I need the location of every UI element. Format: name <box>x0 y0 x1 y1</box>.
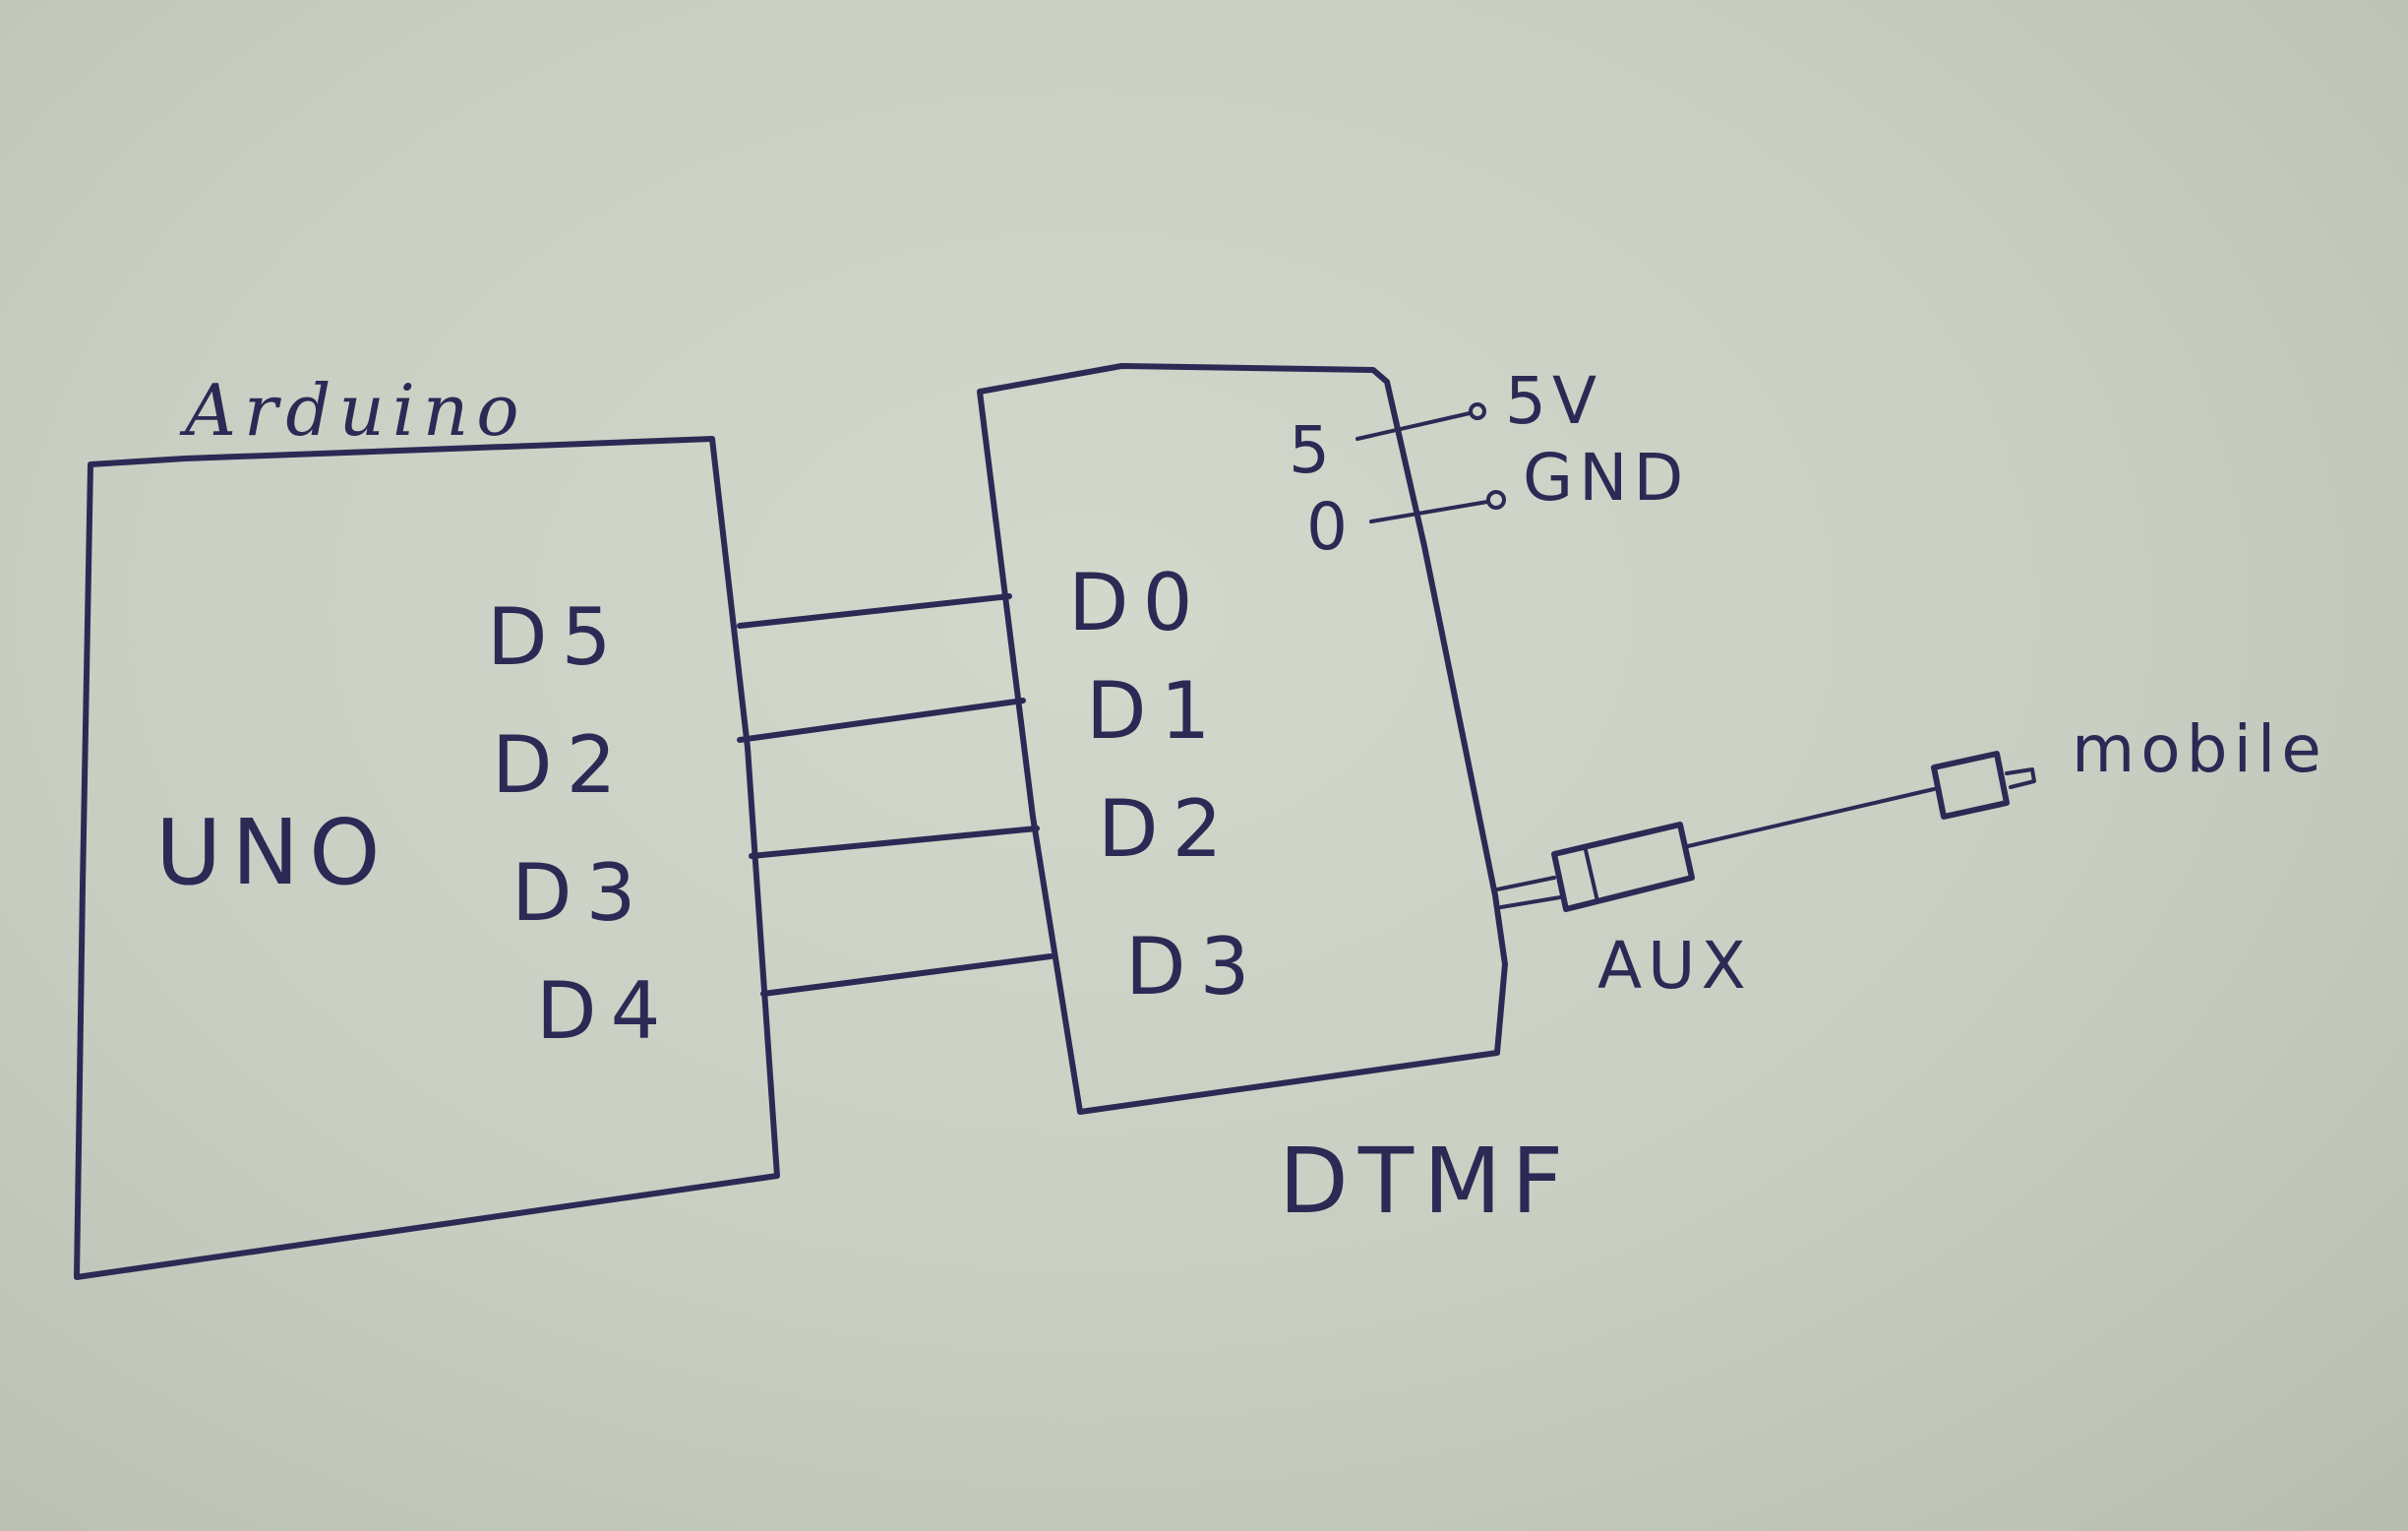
power-label-gnd: GND <box>1523 440 1689 516</box>
arduino-pin-d4: D4 <box>536 965 675 1057</box>
arduino-pin-d5: D5 <box>487 591 626 683</box>
wire-gnd <box>1369 500 1489 523</box>
wire-d3-d2 <box>749 826 1040 859</box>
arduino-pin-d3: D3 <box>512 847 650 939</box>
aux-cable <box>1686 787 1936 848</box>
aux-label: AUX <box>1597 928 1752 1004</box>
arduino-board <box>74 436 780 1280</box>
wire-d4-d3 <box>760 953 1054 997</box>
wire-d5-d0 <box>737 593 1012 629</box>
terminal-5v <box>1469 402 1486 420</box>
arduino-model: UNO <box>155 800 391 905</box>
dtmf-output-d1: D1 <box>1086 665 1225 757</box>
mobile-plug <box>1931 751 2010 820</box>
dtmf-label: DTMF <box>1279 1129 1573 1234</box>
dtmf-output-d3: D3 <box>1125 921 1264 1012</box>
wire-d2-d1 <box>737 698 1026 743</box>
dtmf-module <box>977 363 1508 1115</box>
mobile-label: mobile <box>2072 711 2327 787</box>
power-label-5v: 5V <box>1505 363 1602 439</box>
dtmf-pin-0: 0 <box>1306 489 1354 565</box>
mobile-plug-tip <box>2005 767 2036 789</box>
terminal-gnd <box>1486 490 1506 510</box>
aux-stub <box>1495 876 1562 909</box>
arduino-title: Arduino <box>179 369 527 452</box>
aux-plug-divider <box>1584 848 1599 903</box>
wire-5v <box>1355 411 1472 441</box>
dtmf-output-d2: D2 <box>1098 783 1236 875</box>
dtmf-output-d0: D0 <box>1068 557 1207 648</box>
aux-plug-body <box>1551 822 1695 912</box>
arduino-pin-d2: D2 <box>492 719 631 811</box>
dtmf-pin-5: 5 <box>1289 412 1336 488</box>
